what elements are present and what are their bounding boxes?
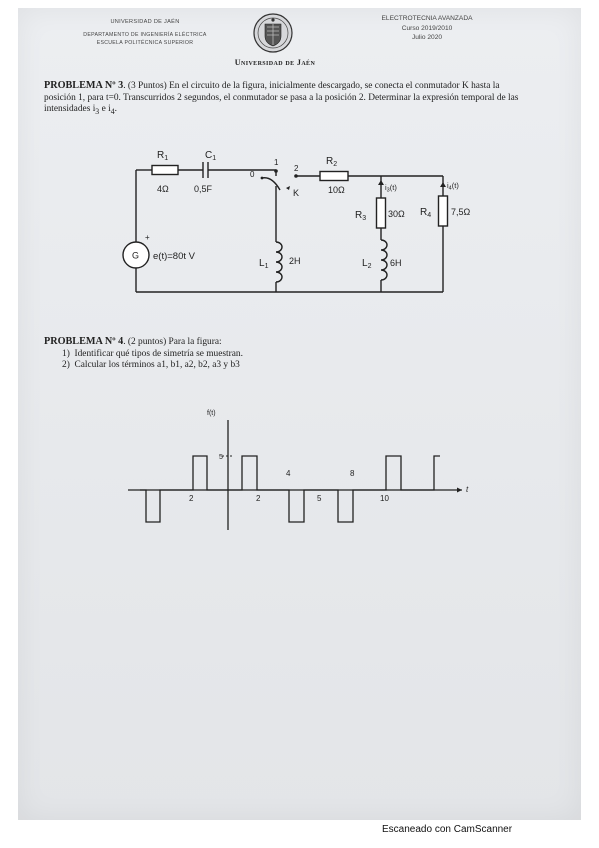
problem4-item1: 1) Identificar qué tipos de simetría se …	[62, 348, 243, 359]
problem4-text: Para la figura:	[166, 337, 222, 347]
scanner-watermark: Escaneado con CamScanner	[382, 824, 513, 835]
svg-text:i4(t): i4(t)	[447, 181, 459, 192]
scanned-page	[18, 8, 581, 820]
switch-label: K	[293, 188, 299, 198]
y-axis-label: f(t)	[207, 410, 216, 417]
r4-value: 7,5Ω	[451, 207, 471, 217]
svg-text:L2: L2	[362, 258, 372, 270]
header-university: UNIVERSIDAD DE JAÉN	[110, 19, 180, 25]
source-plus: +	[145, 233, 150, 242]
l2-value: 6H	[390, 258, 402, 268]
course-year: Curso 2019/2010	[401, 24, 453, 32]
svg-text:i3(t): i3(t)	[385, 183, 397, 194]
switch-pos2: 2	[294, 164, 299, 173]
r3-value: 30Ω	[388, 209, 405, 219]
waveform-line	[140, 455, 440, 523]
problem3-sub4: 4	[110, 106, 115, 116]
svg-text:R1: R1	[157, 150, 168, 162]
problem4-item2: 2) Calcular los términos a1, b1, a2, b2,…	[62, 360, 240, 370]
x-axis-label: t	[466, 485, 469, 494]
tick-x-neg2: 2	[189, 494, 194, 503]
tick-x-5: 5	[317, 494, 322, 503]
svg-text:R2: R2	[326, 156, 337, 168]
svg-text:R3: R3	[355, 210, 366, 222]
svg-text:R4: R4	[420, 207, 431, 219]
problem3-end: .	[114, 104, 117, 114]
voltage-source	[122, 241, 150, 269]
tick-x-4: 4	[286, 469, 291, 478]
header-left: UNIVERSIDAD DE JAÉN DEPARTAMENTO DE INGE…	[60, 18, 230, 47]
problem3-statement: PROBLEMA Nº 3. (3 Puntos) En el circuito…	[44, 80, 530, 117]
r1-value: 4Ω	[157, 184, 169, 194]
svg-text:L1: L1	[259, 258, 269, 270]
l2-inductor	[380, 239, 388, 281]
l1-value: 2H	[289, 256, 301, 266]
source-symbol: G	[132, 251, 139, 261]
problem3-and: e i	[99, 104, 111, 114]
problem4-points: . (2 puntos)	[123, 337, 167, 347]
c1-value: 0,5F	[194, 184, 213, 194]
exam-date: Julio 2020	[411, 34, 443, 41]
switch-k	[261, 177, 281, 191]
course-name: ELECTROTECNIA AVANZADA	[381, 15, 473, 22]
problem3-title: PROBLEMA Nº 3	[44, 80, 124, 91]
problem4-statement: PROBLEMA Nº 4. (2 puntos) Para la figura…	[44, 336, 530, 372]
l1-inductor	[275, 241, 283, 283]
tick-x-8: 8	[350, 469, 355, 478]
header-right: ELECTROTECNIA AVANZADA Curso 2019/2010 J…	[352, 14, 502, 43]
problem3-points: . (3 Puntos)	[123, 81, 167, 91]
tick-x-10: 10	[380, 494, 389, 503]
university-name: Universidad de Jaén	[234, 58, 316, 67]
source-expression: e(t)=80t V	[153, 251, 196, 262]
tick-x-2: 2	[256, 494, 261, 503]
problem3-sub3: 3	[95, 106, 100, 116]
problem4-title: PROBLEMA Nº 4	[44, 336, 124, 347]
problem3-text: En el circuito de la figura, inicialment…	[44, 81, 519, 114]
svg-text:C1: C1	[205, 150, 216, 162]
switch-pos1: 1	[274, 158, 279, 167]
r2-value: 10Ω	[328, 185, 345, 195]
university-seal-icon	[253, 13, 293, 53]
header-department: DEPARTAMENTO DE INGENIERÍA ELÉCTRICA	[83, 32, 207, 38]
tick-y-5: 5	[219, 454, 223, 461]
header-school: ESCUELA POLITÉCNICA SUPERIOR	[96, 40, 194, 46]
switch-pos0: 0	[250, 170, 255, 179]
